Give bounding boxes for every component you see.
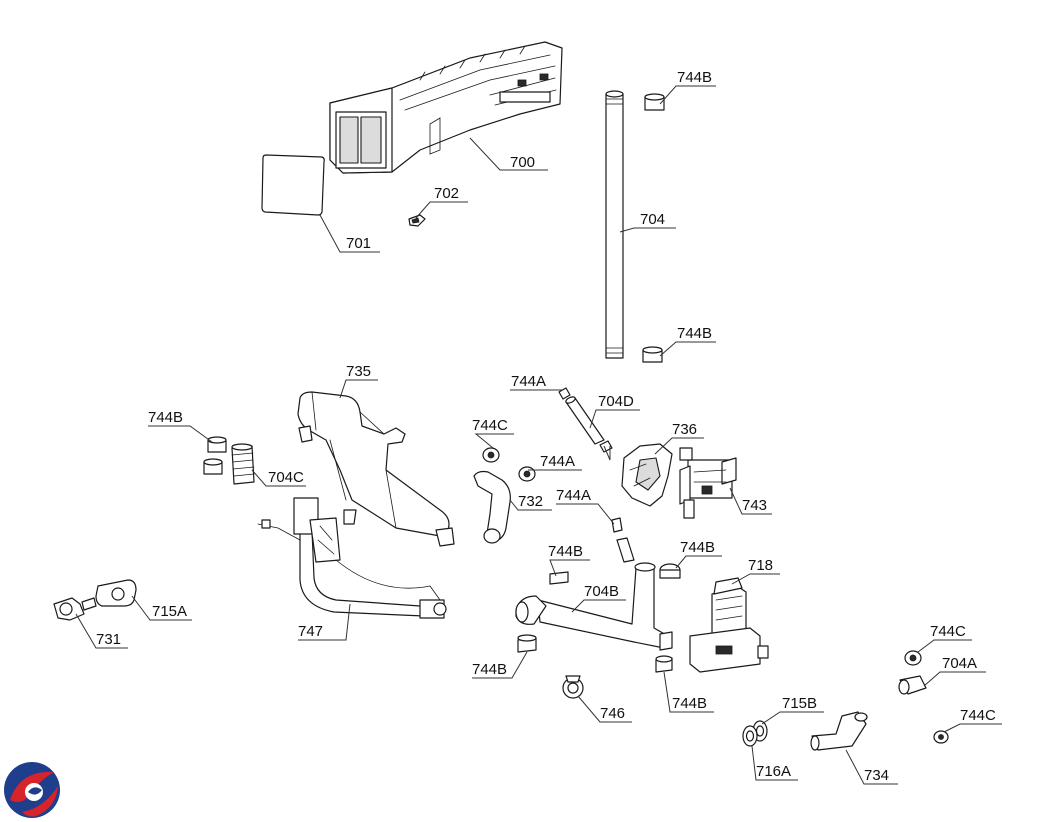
part-744c-clamp-left [482, 447, 500, 463]
part-735-air-duct [297, 391, 455, 547]
part-744b-clamp-top [644, 93, 665, 111]
part-731-connector [53, 597, 97, 621]
part-732-elbow-hose [473, 470, 511, 544]
part-743-valve [679, 447, 737, 519]
part-704d-hose [565, 396, 605, 445]
part-744a-clamp-pipe [611, 517, 635, 563]
part-744c-clamp-right-1 [904, 650, 922, 666]
label-702: 702 [434, 185, 459, 202]
part-744b-clamp-left [203, 436, 227, 475]
label-744b-mid: 744B [677, 325, 712, 342]
label-715a: 715A [152, 603, 187, 620]
part-701-cover-plate [261, 154, 325, 216]
label-743: 743 [742, 497, 767, 514]
part-736-holder [621, 443, 673, 507]
label-731: 731 [96, 631, 121, 648]
label-744a-top: 744A [511, 373, 546, 390]
label-718: 718 [748, 557, 773, 574]
part-704b-pipe [515, 562, 673, 651]
part-704a-coupler [898, 675, 927, 695]
part-744a-clamp-low [518, 466, 536, 482]
label-746: 746 [600, 705, 625, 722]
part-746-nozzle [562, 675, 584, 699]
part-716a-ring [742, 725, 758, 747]
label-704d: 704D [598, 393, 634, 410]
label-744b-bottom: 744B [472, 661, 507, 678]
label-744a-mid: 744A [540, 453, 575, 470]
part-744b-clamp-pipe-2 [659, 563, 681, 579]
label-744b-bot2: 744B [672, 695, 707, 712]
label-704b: 704B [584, 583, 619, 600]
part-718-valve [689, 577, 769, 673]
leader-lines [75, 85, 1002, 785]
part-734-elbow [810, 711, 868, 751]
label-747: 747 [298, 623, 323, 640]
label-700: 700 [510, 154, 535, 171]
part-744a-clamp-middle [599, 440, 613, 453]
part-744b-clamp-pipe-1 [549, 571, 569, 585]
part-744b-clamp-bottom-left [517, 634, 537, 653]
label-744c-right1: 744C [930, 623, 966, 640]
label-744b-clip2: 744B [680, 539, 715, 556]
part-744c-clamp-right-2 [933, 730, 949, 744]
part-715a-gasket [95, 579, 137, 607]
label-704c: 704C [268, 469, 304, 486]
part-744b-clamp-bottom-right [655, 655, 673, 673]
part-744a-clamp-upper [558, 387, 571, 400]
label-744a-low: 744A [556, 487, 591, 504]
label-736: 736 [672, 421, 697, 438]
label-701: 701 [346, 235, 371, 252]
part-704c-bellows [231, 443, 255, 485]
label-744b-top: 744B [677, 69, 712, 86]
part-704-tube [605, 90, 624, 359]
label-744b-left: 744B [148, 409, 183, 426]
label-744b-clip1: 744B [548, 543, 583, 560]
label-735: 735 [346, 363, 371, 380]
part-747-hose-assembly [257, 497, 447, 619]
label-744c-left: 744C [472, 417, 508, 434]
label-716a: 716A [756, 763, 791, 780]
part-labels: 700 701 702 704 744B 744B 735 744A 704D … [96, 69, 996, 784]
label-704a: 704A [942, 655, 977, 672]
part-744b-clamp-mid [642, 346, 663, 363]
part-700-housing [329, 41, 563, 174]
brand-logo [4, 762, 60, 818]
label-715b: 715B [782, 695, 817, 712]
label-744c-right2: 744C [960, 707, 996, 724]
label-704: 704 [640, 211, 665, 228]
label-734: 734 [864, 767, 889, 784]
label-732: 732 [518, 493, 543, 510]
